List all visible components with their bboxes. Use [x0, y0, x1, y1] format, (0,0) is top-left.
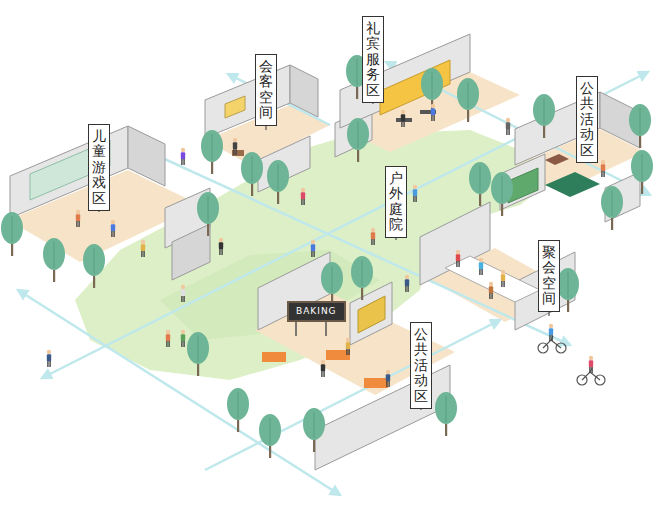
circulation-arrows-part — [145, 150, 570, 345]
trees-part — [469, 162, 491, 206]
people-part — [431, 104, 435, 121]
people-part — [489, 282, 493, 299]
furniture-part — [545, 172, 600, 197]
trees-part — [259, 414, 281, 458]
trees-part — [303, 408, 325, 452]
trees-part — [241, 152, 263, 196]
zone-label-text: 公共活动区 — [580, 81, 594, 158]
walls-part — [10, 126, 128, 218]
trees-part — [631, 150, 653, 194]
people-part — [413, 185, 417, 202]
walls-part — [290, 65, 318, 117]
people-part — [181, 148, 185, 165]
trees-part — [347, 118, 369, 162]
people-part — [456, 250, 460, 267]
trees-part — [201, 130, 223, 174]
people — [47, 104, 605, 387]
leader-lines — [99, 40, 587, 410]
trees-part — [227, 388, 249, 432]
people-part — [181, 330, 185, 347]
furniture-part — [364, 378, 388, 388]
furniture-part — [545, 154, 569, 165]
zone-label: 公共活动区 — [576, 76, 598, 163]
zone-label-text: 户外庭院 — [389, 171, 403, 233]
trees-part — [267, 160, 289, 204]
walls — [10, 34, 640, 470]
walls-part — [380, 60, 450, 115]
walls-part — [340, 34, 470, 128]
trees-part — [601, 186, 623, 230]
cyclists-part — [589, 356, 593, 373]
zone-label-text: 会客空间 — [259, 59, 273, 121]
trees-part — [557, 268, 579, 312]
zone-label-text: 聚会空间 — [542, 245, 556, 307]
bicycles-part — [582, 368, 600, 380]
people-part — [166, 330, 170, 347]
walls-part — [350, 282, 392, 345]
trees-part — [197, 192, 219, 236]
walls-part — [225, 96, 245, 118]
trees-part — [43, 238, 65, 282]
trees-part — [457, 78, 479, 122]
people-part — [219, 238, 223, 255]
people-part — [386, 370, 390, 387]
trees-part — [491, 172, 513, 216]
furniture-part — [325, 322, 327, 336]
zone-label: 公共活动区 — [410, 322, 432, 409]
zone-label: 礼宾服务区 — [362, 16, 384, 103]
zone-label-text: 儿童游戏区 — [92, 129, 106, 206]
zone-label: 户外庭院 — [385, 166, 407, 238]
zone-label: 聚会空间 — [538, 240, 560, 312]
people-part — [141, 240, 145, 257]
sign-text: BAKING — [296, 306, 337, 317]
trees-part — [533, 94, 555, 138]
people-part — [506, 118, 510, 135]
trees-part — [351, 256, 373, 300]
people-part — [111, 220, 115, 237]
bicycles — [538, 336, 605, 385]
walls-part — [172, 224, 210, 280]
trees-part — [629, 104, 651, 148]
trees — [1, 55, 653, 458]
people-part — [371, 228, 375, 245]
people-part — [479, 258, 483, 275]
trees-part — [83, 244, 105, 288]
zone-label-text: 公共活动区 — [414, 327, 428, 404]
cyclists-part — [549, 324, 553, 341]
people-part — [311, 240, 315, 257]
zone-label-text: 礼宾服务区 — [366, 21, 380, 98]
zone-label: 会客空间 — [255, 54, 277, 126]
people-part — [233, 138, 237, 155]
circulation-arrows — [18, 62, 650, 495]
people-part — [405, 275, 409, 292]
people-part — [601, 160, 605, 177]
zone-label: 儿童游戏区 — [88, 124, 110, 211]
furniture-part — [295, 322, 297, 336]
furniture-part — [262, 352, 286, 362]
cyclists — [549, 324, 593, 373]
sign-board: BAKING — [287, 301, 346, 322]
people-part — [301, 188, 305, 205]
people-part — [47, 350, 51, 367]
people-part — [346, 338, 350, 355]
trees-part — [321, 262, 343, 306]
trees-part — [187, 332, 209, 376]
trees-part — [1, 212, 23, 256]
people-part — [321, 360, 325, 377]
people-part — [401, 110, 405, 127]
people-part — [76, 210, 80, 227]
people-part — [181, 285, 185, 302]
walls-part — [205, 65, 290, 138]
trees-part — [435, 392, 457, 436]
walls-part — [358, 296, 385, 333]
walls-part — [128, 126, 165, 186]
people-part — [501, 270, 505, 287]
